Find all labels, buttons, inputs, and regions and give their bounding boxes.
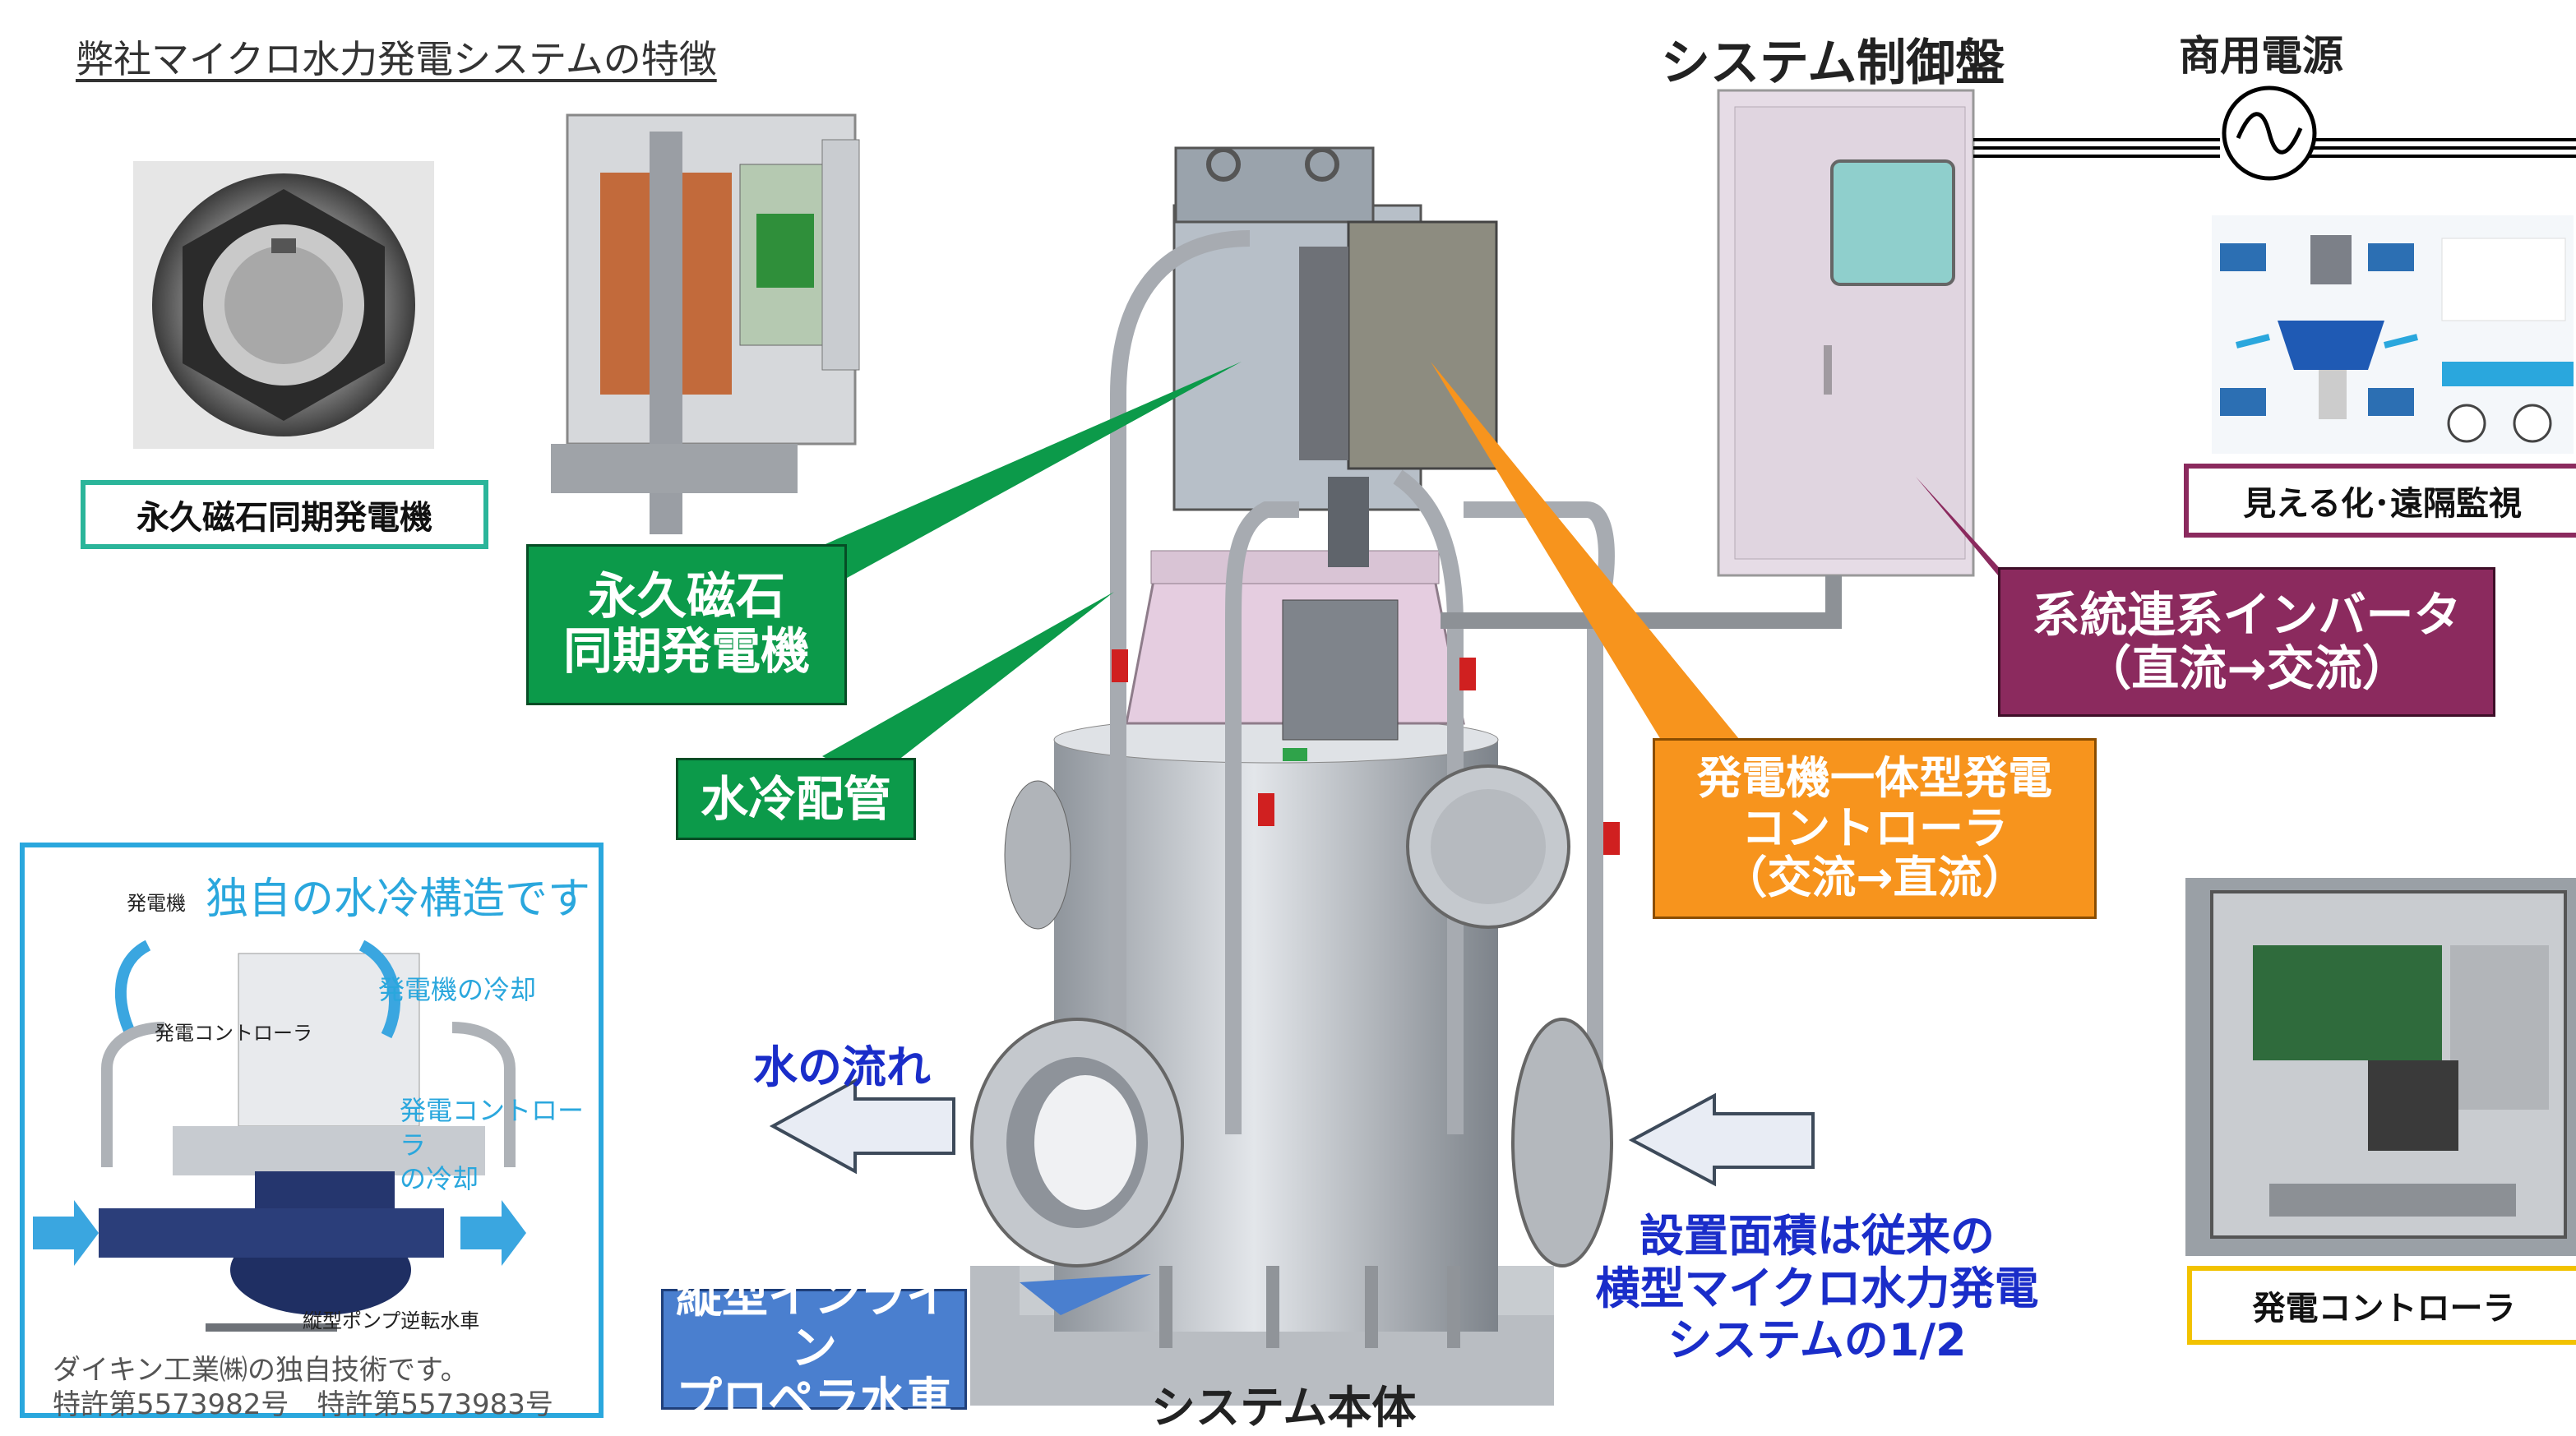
generator-photo-caption: 永久磁石同期発電機: [81, 480, 488, 549]
power-line: [1973, 85, 2576, 181]
system-body-label: システム本体: [1151, 1382, 1417, 1434]
controller-callout: 発電機一体型発電 コントローラ （交流→直流）: [1653, 738, 2097, 919]
generator-callout-line1: 永久磁石: [588, 567, 785, 626]
controller-callout-line1: 発電機一体型発電: [1697, 752, 2052, 805]
footprint-note-line3: システムの1/2: [1667, 1314, 1967, 1367]
cooling-structure-image: [33, 940, 526, 1332]
inverter-callout-line2: （直流→交流）: [2083, 640, 2410, 696]
control-panel-title: システム制御盤: [1661, 35, 2005, 92]
turbine-callout-pointer: [1020, 1274, 1151, 1315]
water-flow-in-arrow-shape: [1628, 1092, 1815, 1187]
inset-tech-note: ダイキン工業㈱の独自技術です。: [53, 1354, 469, 1387]
control-panel-cabinet: [1717, 89, 1975, 577]
turbine-callout-line1: 縦型インライン: [676, 1270, 952, 1376]
footprint-note: 設置面積は従来の 横型マイクロ水力発電 システムの1/2: [1562, 1210, 2072, 1367]
monitoring-dashboard-image: [2212, 215, 2574, 454]
turbine-callout: 縦型インライン プロペラ水車: [661, 1271, 967, 1426]
water-flow-out-arrow-shape: [769, 1078, 955, 1175]
water-pipe-callout-pointer: [822, 592, 1114, 781]
inset-controller-cooling-line1: 発電コントローラ: [400, 1095, 585, 1161]
generator-callout-line2: 同期発電機: [563, 623, 810, 681]
inverter-callout: 系統連系インバータ （直流→交流）: [1998, 567, 2495, 717]
inset-patents: 特許第5573982号 特許第5573983号: [53, 1388, 553, 1421]
inset-generator-small-label: 発電機: [127, 892, 186, 915]
controller-callout-line3: （交流→直流）: [1723, 852, 2027, 904]
cooling-structure-inset: 発電機 独自の水冷構造です 発電機の冷却 発電コントローラ 発電コントローラ の…: [20, 843, 604, 1421]
footprint-note-line2: 横型マイクロ水力発電: [1595, 1262, 2039, 1314]
controller-photo-caption: 発電コントローラ: [2187, 1266, 2576, 1345]
inset-pump-turbine: 縦型ポンプ逆転水車: [303, 1309, 480, 1332]
controller-photo: [2185, 878, 2576, 1256]
monitoring-caption: 見える化･遠隔監視: [2184, 464, 2576, 538]
generator-callout: 永久磁石 同期発電機: [526, 544, 847, 705]
inset-controller-small-label: 発電コントローラ: [155, 1022, 312, 1045]
generator-callout-pointer: [773, 362, 1242, 596]
inset-controller-cooling-line2: の冷却: [400, 1163, 479, 1195]
commercial-power-label: 商用電源: [2179, 32, 2343, 80]
inverter-callout-line1: 系統連系インバータ: [2032, 587, 2462, 644]
inset-generator-cooling: 発電機の冷却: [378, 974, 537, 1005]
footprint-note-line1: 設置面積は従来の: [1639, 1210, 1995, 1262]
turbine-system-illustration: [970, 146, 1842, 1406]
water-flow-label: 水の流れ: [753, 1041, 931, 1093]
generator-cutaway-illustration: [551, 113, 860, 534]
water-pipe-callout-text: 水冷配管: [700, 770, 891, 827]
inset-controller-cooling: 発電コントローラ の冷却: [400, 1094, 599, 1197]
controller-callout-pointer: [1431, 362, 1743, 744]
inset-heading: 独自の水冷構造です: [206, 875, 591, 924]
controller-callout-line2: コントローラ: [1741, 801, 2008, 854]
water-pipe-callout: 水冷配管: [676, 758, 916, 840]
generator-rotor-photo: [133, 161, 434, 449]
turbine-callout-line2: プロペラ水車: [676, 1373, 952, 1427]
page-title: 弊社マイクロ水力発電システムの特徴: [76, 37, 717, 81]
